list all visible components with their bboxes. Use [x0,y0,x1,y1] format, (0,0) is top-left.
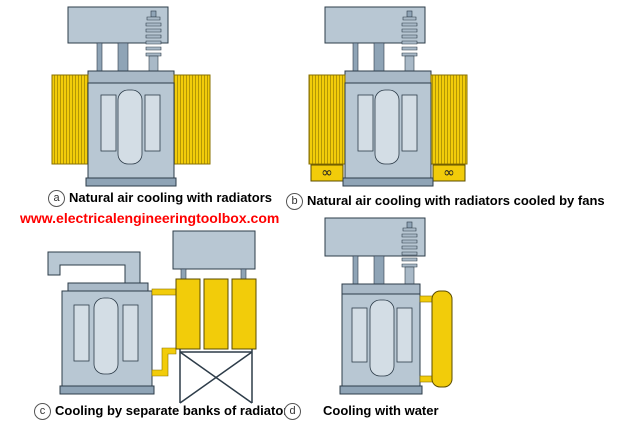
panel-c-radiator-3 [231,278,257,350]
panel-b-bushing [401,10,418,73]
caption-panel-d-text: Cooling with water [323,403,439,418]
panel-c-radiator-2 [203,278,229,350]
panel-c-marker: c [34,403,51,421]
svg-text:∞: ∞ [443,165,455,181]
panel-d-marker: d [284,403,301,421]
caption-panel-b: b Natural air cooling with radiators cool… [286,193,605,211]
panel-d-water-cooler [431,290,453,388]
caption-panel-a: a Natural air cooling with radiators [48,190,272,208]
panel-c-radiator-1 [175,278,201,350]
caption-panel-b-text: Natural air cooling with radiators coole… [307,193,605,208]
panel-b-fan-left: ∞ [310,164,344,182]
panel-a-radiator-right [173,74,211,165]
panel-c-pipe-bottom [151,347,177,377]
panel-c-transformer [47,230,257,404]
panel-b-fan-right: ∞ [432,164,466,182]
panel-b-radiator-left [308,74,346,165]
panel-a-marker: a [48,190,65,208]
caption-panel-d: d Cooling with water [284,403,439,421]
caption-panel-a-text: Natural air cooling with radiators [69,190,272,205]
svg-text:∞: ∞ [321,165,333,181]
panel-c-support-frame [179,349,253,404]
website-url[interactable]: www.electricalengineeringtoolbox.com [20,210,280,226]
panel-a-bushing [145,10,162,73]
panel-c-tower-header [172,230,256,270]
panel-b-transformer: ∞ ∞ [308,6,468,187]
panel-c-bus-duct [47,251,141,284]
panel-b-marker: b [286,193,303,211]
caption-panel-c: c Cooling by separate banks of radiators [34,403,296,421]
panel-b-radiator-right [430,74,468,165]
panel-c-pipe-top [151,288,177,296]
panel-a-radiator-left [51,74,89,165]
caption-panel-c-text: Cooling by separate banks of radiators [55,403,296,418]
panel-d-bushing [401,221,418,285]
panel-d-transformer [324,217,453,395]
panel-a-transformer [51,6,211,187]
